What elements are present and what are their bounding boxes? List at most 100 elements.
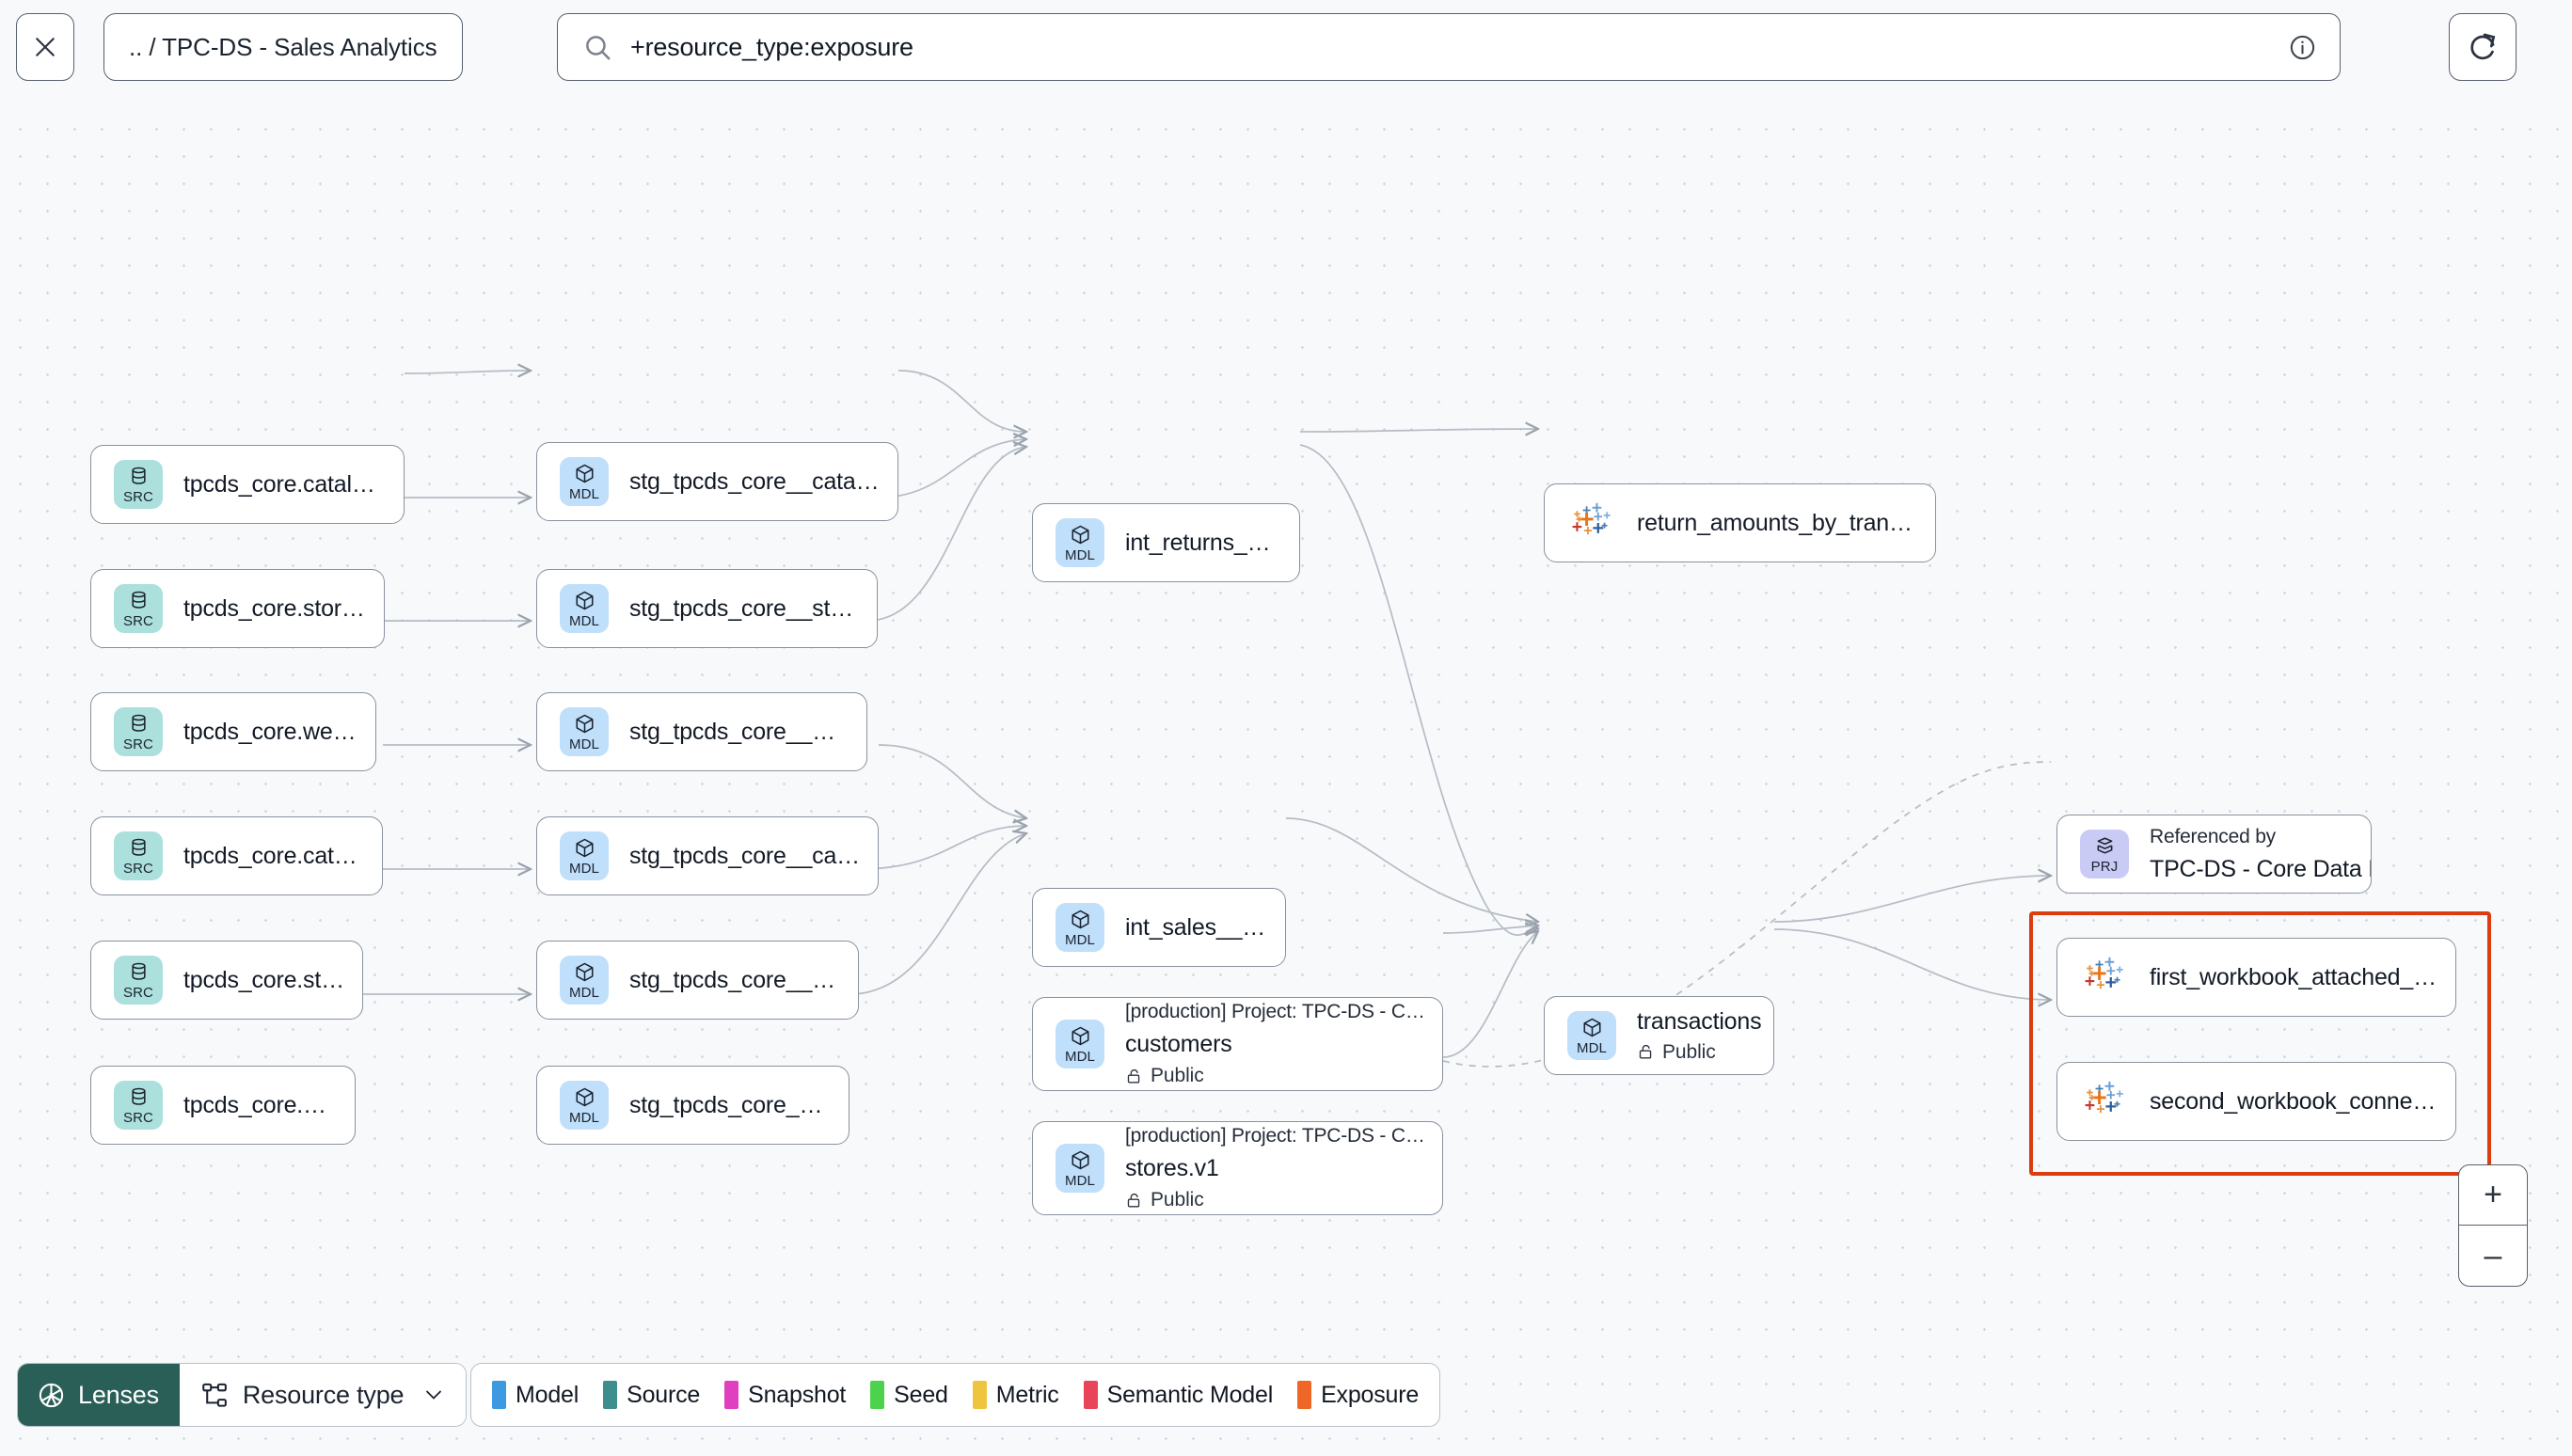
database-icon	[131, 1087, 146, 1105]
graph-node-mdl-int-sales-unioned[interactable]: MDL int_sales__unioned	[1032, 888, 1286, 967]
graph-node-mdl-stg-store-sales[interactable]: MDL stg_tpcds_core__store_sales	[536, 941, 859, 1020]
node-type-chip-src: SRC	[114, 584, 163, 633]
node-type-chip-src: SRC	[114, 956, 163, 1005]
cube-icon	[575, 464, 594, 483]
graph-node-mdl-stg-web-returns[interactable]: MDL stg_tpcds_core__web_returns	[536, 692, 867, 771]
database-icon	[131, 591, 146, 609]
tableau-exposure-icon	[1572, 502, 1611, 535]
legend-swatch	[492, 1381, 506, 1409]
database-icon	[131, 838, 146, 856]
node-type-code: MDL	[569, 485, 599, 502]
node-type-code: SRC	[123, 736, 153, 752]
legend-item-exposure[interactable]: Exposure	[1297, 1381, 1419, 1409]
refresh-button[interactable]	[2449, 13, 2516, 81]
lenses-button[interactable]: Lenses	[18, 1364, 180, 1426]
exposure-highlight-box	[2029, 911, 2491, 1176]
cube-icon	[575, 591, 594, 609]
graph-node-mdl-customers[interactable]: MDL[production] Project: TPC-DS - Core D…	[1032, 997, 1443, 1091]
node-type-chip-mdl: MDL	[1056, 903, 1104, 952]
search-bar[interactable]: +resource_type:exposure	[557, 13, 2341, 81]
close-button[interactable]	[16, 13, 74, 81]
unlock-icon	[1639, 1044, 1652, 1059]
project-icon	[2097, 836, 2112, 854]
node-type-chip-mdl: MDL	[560, 1081, 609, 1130]
node-label: return_amounts_by_transaction_type	[1637, 509, 1935, 536]
legend-item-model[interactable]: Model	[492, 1381, 579, 1409]
node-label: stg_tpcds_core__catalog_returns	[629, 467, 897, 495]
node-access-badge: Public	[1637, 1041, 1761, 1064]
cube-icon	[575, 714, 594, 733]
search-icon	[586, 35, 611, 59]
node-label: tpcds_core.store_sales	[183, 966, 362, 993]
graph-canvas[interactable]: SRCtpcds_core.catalog_returnsSRCtpcds_co…	[0, 111, 2572, 1456]
node-type-code: MDL	[569, 984, 599, 1001]
graph-node-exp-return-amounts[interactable]: return_amounts_by_transaction_type	[1544, 483, 1936, 562]
graph-node-mdl-stores-v1[interactable]: MDL[production] Project: TPC-DS - Core D…	[1032, 1121, 1443, 1215]
close-icon	[36, 38, 55, 56]
legend-label: Snapshot	[748, 1381, 847, 1408]
info-icon[interactable]	[2288, 33, 2317, 62]
node-label: int_sales__unioned	[1125, 913, 1285, 941]
graph-node-mdl-stg-catalog-returns[interactable]: MDL stg_tpcds_core__catalog_returns	[536, 442, 898, 521]
node-access-label: Public	[1151, 1065, 1204, 1086]
zoom-out-button[interactable]: –	[2484, 1237, 2502, 1274]
node-access-label: Public	[1151, 1189, 1204, 1211]
edge-layer	[356, 111, 2572, 1068]
legend-label: Seed	[894, 1381, 948, 1408]
node-access-badge: Public	[1125, 1065, 1427, 1087]
hierarchy-icon	[202, 1383, 227, 1407]
node-type-code: SRC	[123, 488, 153, 505]
resource-type-button[interactable]: Resource type	[179, 1364, 467, 1426]
refresh-icon	[2470, 33, 2496, 60]
graph-node-src-catalog-returns[interactable]: SRC tpcds_core.catalog_returns	[90, 445, 405, 524]
node-type-code: PRJ	[2090, 858, 2119, 875]
node-type-chip-exp	[2080, 1077, 2129, 1126]
node-label: stg_tpcds_core__web_returns	[629, 718, 866, 745]
graph-node-src-store-sales[interactable]: SRC tpcds_core.store_sales	[90, 941, 363, 1020]
legend-item-metric[interactable]: Metric	[972, 1381, 1059, 1409]
graph-node-mdl-stg-web-sales[interactable]: MDL stg_tpcds_core__web_sales	[536, 1066, 849, 1145]
unlock-icon	[1127, 1068, 1140, 1084]
node-label: stg_tpcds_core__store_sales	[629, 966, 858, 993]
search-input[interactable]: +resource_type:exposure	[630, 32, 913, 61]
top-toolbar: .. / TPC-DS - Sales Analytics +resource_…	[0, 0, 2572, 111]
node-type-code: MDL	[569, 1109, 599, 1126]
node-label: tpcds_core.web_sales	[183, 1091, 355, 1118]
node-access-label: Public	[1662, 1040, 1716, 1063]
node-label: TPC-DS - Core Data Models	[2150, 855, 2371, 882]
legend-item-source[interactable]: Source	[603, 1381, 700, 1409]
breadcrumb[interactable]: .. / TPC-DS - Sales Analytics	[103, 13, 463, 81]
breadcrumb-label: .. / TPC-DS - Sales Analytics	[129, 32, 437, 61]
unlock-icon	[1127, 1193, 1140, 1208]
legend-label: Model	[516, 1381, 579, 1408]
legend-swatch	[870, 1381, 885, 1409]
zoom-controls: + –	[2458, 1164, 2528, 1287]
node-label: tpcds_core.catalog_returns	[183, 470, 404, 498]
node-label: int_returns__unioned	[1125, 529, 1299, 556]
legend-item-semantic-model[interactable]: Semantic Model	[1083, 1381, 1273, 1409]
graph-node-exp-first-workbook[interactable]: first_workbook_attached_to_tpc-ds_-_…	[2056, 938, 2456, 1017]
node-type-chip-mdl: MDL	[1056, 1020, 1104, 1068]
zoom-in-button[interactable]: +	[2459, 1165, 2527, 1226]
node-type-chip-src: SRC	[114, 1081, 163, 1130]
node-type-code: MDL	[569, 736, 599, 752]
node-type-chip-exp	[2080, 953, 2129, 1002]
cube-icon	[1071, 525, 1089, 544]
node-type-code: SRC	[123, 1109, 153, 1126]
lenses-group: Lenses Resource type	[17, 1363, 468, 1427]
cube-icon	[575, 962, 594, 981]
node-label: stg_tpcds_core__web_sales	[629, 1091, 849, 1118]
graph-node-exp-second-workbook[interactable]: second_workbook_connected_to_live…	[2056, 1062, 2456, 1141]
legend-item-seed[interactable]: Seed	[870, 1381, 948, 1409]
legend-item-snapshot[interactable]: Snapshot	[724, 1381, 846, 1409]
graph-node-src-web-sales[interactable]: SRC tpcds_core.web_sales	[90, 1066, 356, 1145]
node-type-code: SRC	[123, 612, 153, 629]
